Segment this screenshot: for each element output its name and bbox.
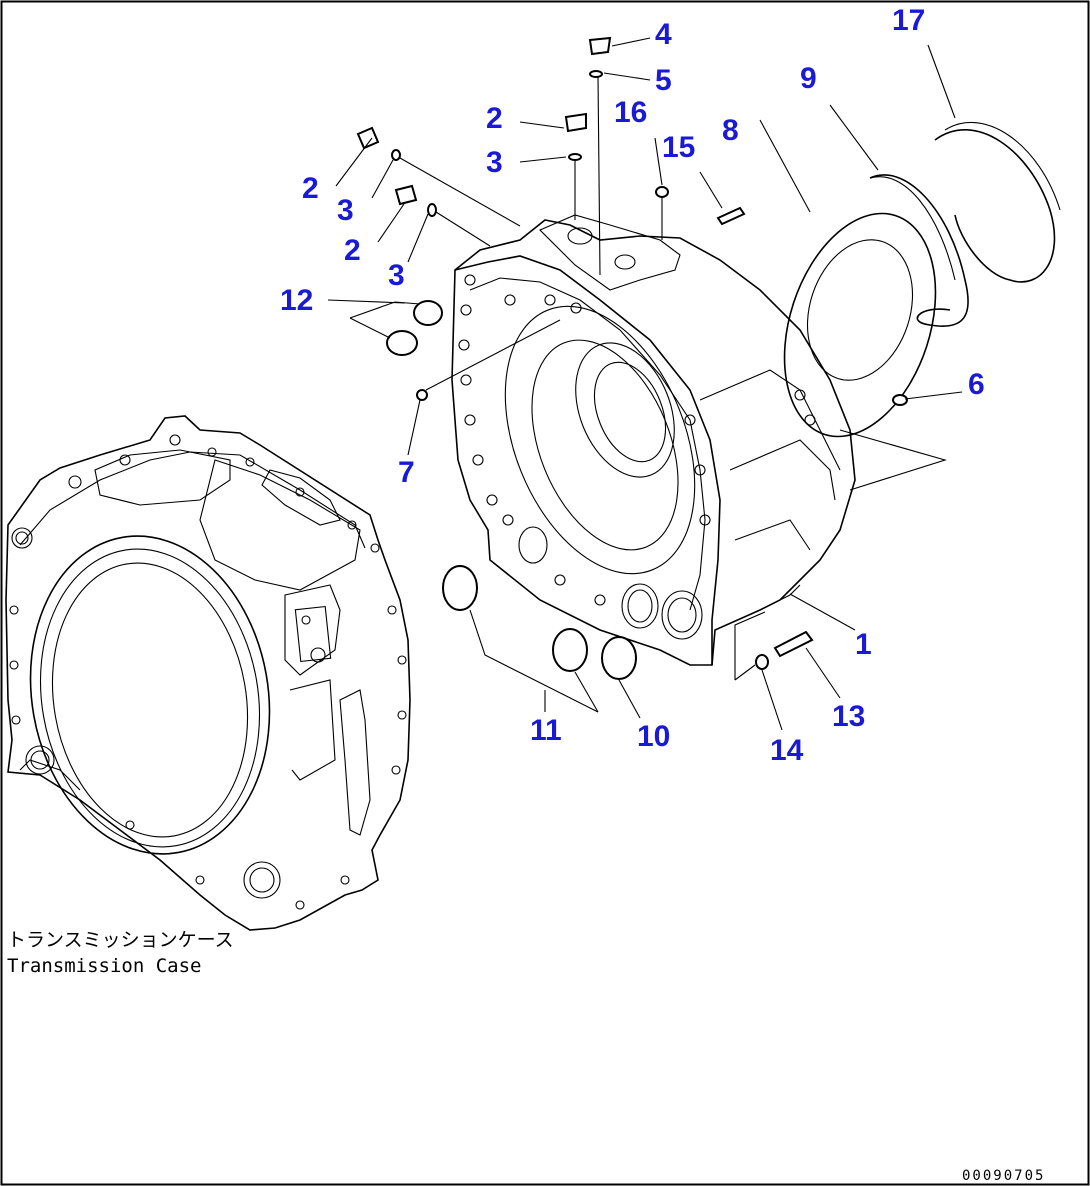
- callout-6: 6: [968, 368, 985, 401]
- callout-labels: 1 2 2 2 3 3 3 4 5 6 7 8 9 10 11 12 13 14…: [280, 4, 985, 767]
- callout-8: 8: [722, 114, 739, 147]
- callout-11: 11: [530, 714, 562, 747]
- callout-15: 15: [662, 131, 695, 164]
- callout-3-a: 3: [486, 146, 503, 179]
- callout-3-b: 3: [337, 194, 354, 227]
- caption-japanese: トランスミッションケース: [7, 929, 234, 951]
- callout-16: 16: [614, 96, 647, 129]
- callout-3-c: 3: [388, 259, 405, 292]
- caption-english: Transmission Case: [7, 955, 201, 977]
- callout-4: 4: [655, 18, 672, 51]
- callout-2-a: 2: [486, 102, 503, 135]
- callout-5: 5: [655, 64, 672, 97]
- callout-2-b: 2: [302, 172, 319, 205]
- housing-drawing: [451, 214, 947, 666]
- plate-and-rings: [783, 121, 1061, 438]
- leader-lines: [327, 37, 963, 731]
- callout-2-c: 2: [344, 234, 361, 267]
- callout-12: 12: [280, 284, 313, 317]
- small-parts: [356, 36, 908, 680]
- callout-14: 14: [770, 734, 804, 767]
- callout-17: 17: [892, 4, 925, 37]
- callout-1: 1: [855, 628, 872, 661]
- transmission-case-drawing: [5, 415, 411, 931]
- callout-10: 10: [637, 720, 670, 753]
- callout-9: 9: [800, 62, 817, 95]
- callout-13: 13: [832, 700, 865, 733]
- callout-7: 7: [398, 456, 415, 489]
- drawing-code: 00090705: [962, 1168, 1045, 1184]
